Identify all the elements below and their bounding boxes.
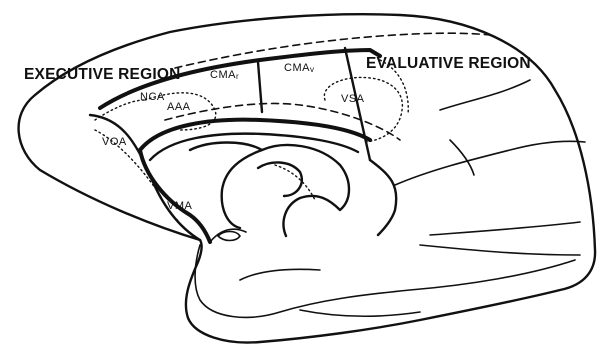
cmav-label-base: CMA [284, 62, 310, 74]
calcarine-sulcus [395, 141, 585, 185]
brainstem-edge [430, 222, 580, 235]
executive-region-label: EXECUTIVE REGION [24, 66, 181, 83]
cmar-label: CMAr [210, 69, 239, 81]
cmar-label-subscript: r [236, 72, 239, 81]
vsa-label: VSA [341, 93, 365, 105]
thalamic-boundary [275, 165, 315, 200]
evaluative-region-label: EVALUATIVE REGION [366, 55, 531, 72]
medial-frontal-boundary [140, 150, 210, 242]
nca-label: NCA [140, 91, 165, 103]
occipital-fold [420, 245, 580, 255]
cmar-label-base: CMA [210, 69, 236, 81]
ventricle-outline [190, 143, 262, 229]
brainstem-ridge [240, 269, 320, 280]
cerebellum-fold [300, 310, 420, 316]
optic-chiasm [218, 232, 240, 241]
cmav-label-subscript: v [310, 65, 315, 74]
lunate-sulcus [440, 80, 530, 110]
voa-label: VOA [102, 136, 127, 148]
vma-label: VMA [167, 200, 193, 212]
brainstem-outline [195, 245, 575, 317]
cmav-label: CMAv [284, 62, 314, 74]
thalamus-outline [262, 145, 349, 236]
precuneus-sulcus [450, 140, 474, 175]
aaa-label: AAA [167, 101, 191, 113]
parieto-occipital-sulcus [370, 160, 396, 235]
